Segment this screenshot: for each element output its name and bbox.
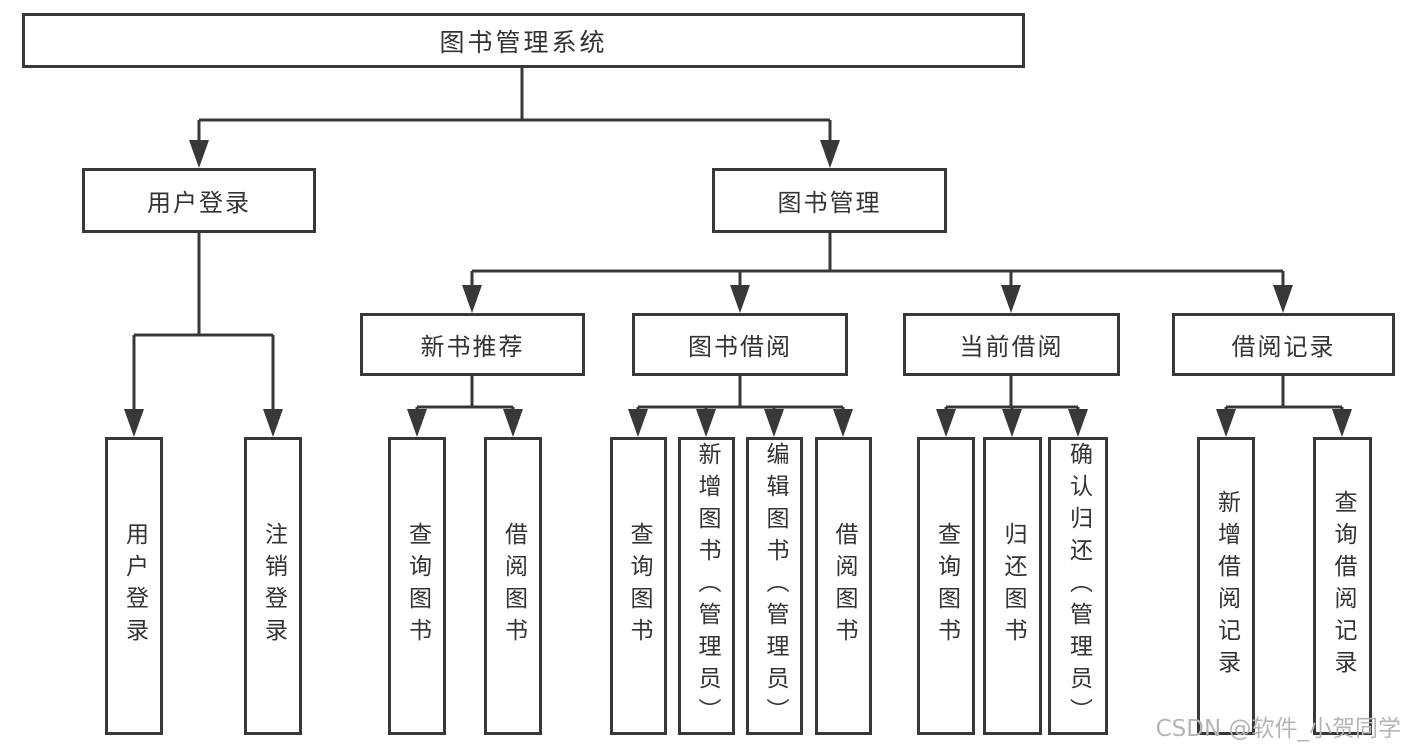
node-label: 图书管理系统 bbox=[439, 27, 608, 57]
node-label: 用户登录 bbox=[121, 522, 148, 650]
leaf-borrow-borrow-books: 借阅图书 bbox=[815, 437, 872, 735]
node-label: 注销登录 bbox=[260, 522, 287, 650]
node-label: 借阅记录 bbox=[1231, 333, 1336, 361]
node-library-management-system: 图书管理系统 bbox=[22, 13, 1025, 68]
node-label: 图书管理 bbox=[777, 189, 882, 217]
node-label: 新书推荐 bbox=[420, 333, 525, 361]
node-label: 查询图书 bbox=[626, 522, 652, 650]
node-current-borrowing: 当前借阅 bbox=[903, 313, 1120, 376]
leaf-borrow-add-books-admin: 新增图书（管理员） bbox=[678, 437, 735, 735]
node-label: 编辑图书（管理员） bbox=[762, 442, 788, 730]
leaf-newrec-borrow-books: 借阅图书 bbox=[484, 437, 542, 735]
node-label: 借阅图书 bbox=[831, 522, 857, 650]
leaf-user-login: 用户登录 bbox=[105, 437, 163, 735]
leaf-records-query-record: 查询借阅记录 bbox=[1313, 437, 1372, 735]
node-label: 归还图书 bbox=[1000, 522, 1026, 650]
node-label: 当前借阅 bbox=[959, 333, 1064, 361]
node-borrowing-records: 借阅记录 bbox=[1172, 313, 1395, 376]
node-book-borrowing: 图书借阅 bbox=[632, 313, 848, 376]
leaf-current-query-books: 查询图书 bbox=[917, 437, 975, 735]
leaf-borrow-edit-books-admin: 编辑图书（管理员） bbox=[746, 437, 803, 735]
node-label: 新增图书（管理员） bbox=[694, 442, 720, 730]
leaf-records-add-record: 新增借阅记录 bbox=[1197, 437, 1255, 735]
node-label: 查询图书 bbox=[404, 522, 431, 650]
node-label: 确认归还（管理员） bbox=[1065, 442, 1092, 730]
node-label: 用户登录 bbox=[147, 189, 251, 217]
leaf-newrec-query-books: 查询图书 bbox=[388, 437, 446, 735]
csdn-watermark: CSDN @软件_小贺同学 bbox=[1155, 716, 1401, 742]
node-label: 查询图书 bbox=[933, 522, 960, 650]
leaf-borrow-query-books: 查询图书 bbox=[610, 437, 667, 735]
node-user-login: 用户登录 bbox=[82, 168, 316, 233]
node-new-book-recommend: 新书推荐 bbox=[360, 313, 585, 376]
leaf-current-return-books: 归还图书 bbox=[983, 437, 1042, 735]
node-label: 图书借阅 bbox=[688, 333, 792, 361]
node-book-management: 图书管理 bbox=[712, 168, 947, 233]
leaf-logout: 注销登录 bbox=[244, 437, 302, 735]
node-label: 借阅图书 bbox=[500, 522, 527, 650]
node-label: 新增借阅记录 bbox=[1213, 490, 1240, 682]
node-label: 查询借阅记录 bbox=[1330, 490, 1356, 682]
leaf-current-confirm-return-admin: 确认归还（管理员） bbox=[1048, 437, 1108, 735]
